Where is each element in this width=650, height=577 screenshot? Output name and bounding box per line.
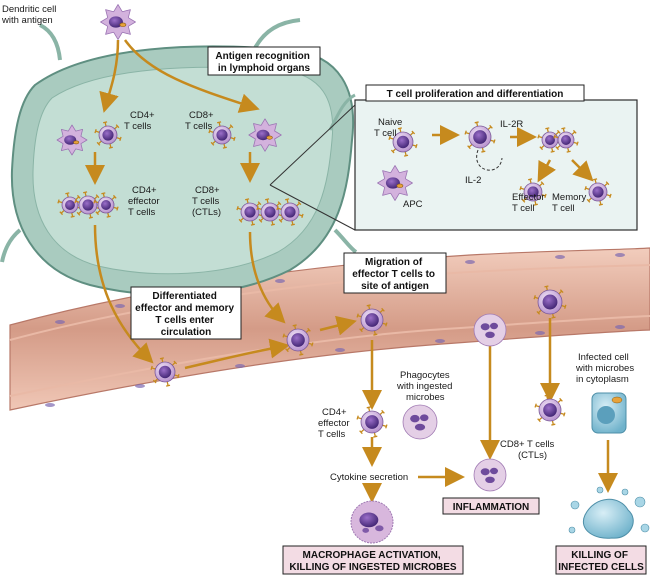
- memory-t-cell-label: Memory T cell: [552, 192, 589, 214]
- killed-infected-cell: [568, 486, 650, 539]
- svg-text:Migration of effector T: Migration of effector T cells to site of…: [352, 257, 438, 292]
- dividing-t-cell: [537, 127, 563, 153]
- cd4-effector-lower-label: CD4+ effector T cells: [318, 407, 352, 440]
- il2-feedback-arrow: [476, 149, 503, 171]
- dividing-t-cell: [553, 127, 579, 153]
- cd4-effector-label: CD4+ effector T cells: [128, 185, 162, 218]
- activated-macrophage: [350, 500, 394, 544]
- svg-text:Antigen recognition in l: Antigen recognition in lymphoid organs: [215, 51, 312, 74]
- svg-text:T cell proliferation and diffe: T cell proliferation and differentiation: [387, 89, 564, 100]
- circulating-t-cell: [356, 304, 388, 336]
- il2-label: IL-2: [465, 175, 481, 186]
- il2r-label: IL-2R: [500, 119, 523, 130]
- inflammation-outcome: INFLAMMATION: [442, 497, 540, 515]
- circulating-t-cell: [282, 324, 314, 356]
- cd4-effector-cell: [74, 191, 102, 219]
- cd4-t-cell: [94, 121, 122, 149]
- cd4-effector-cell: [93, 192, 119, 218]
- cd8-ctls-lower-label: CD8+ T cells (CTLs): [500, 439, 557, 461]
- dendritic-cell-top: [100, 4, 136, 40]
- antigen-recognition-box: Antigen recognition in lymphoid organs: [207, 46, 321, 76]
- cd8-t-cells-label: CD8+ T cells: [185, 110, 216, 132]
- cells: [56, 4, 650, 544]
- effector-t-cell: [519, 178, 547, 206]
- dendritic-cell-label: Dendritic cell with antigen: [1, 4, 59, 26]
- cd8-ctls-label: CD8+ T cells (CTLs): [192, 185, 222, 218]
- effector-t-cell-label: Effector T cell: [512, 192, 547, 214]
- memory-t-cell: [584, 178, 612, 206]
- apc-label: APC: [403, 199, 423, 210]
- activated-t-cell: [464, 121, 496, 153]
- circulating-t-cell: [150, 357, 180, 387]
- macrophage-activation-outcome: MACROPHAGE ACTIVATION, KILLING OF INGEST…: [282, 545, 464, 575]
- naive-t-cell: [388, 127, 418, 157]
- cd8-ctl-cell: [276, 198, 304, 226]
- dendritic-cell-cd8: [248, 118, 282, 152]
- cd8-ctl-cell: [236, 198, 264, 226]
- differentiated-box: Differentiated effector and memory T cel…: [130, 286, 242, 340]
- circulating-cd8-t-cell: [533, 285, 567, 319]
- naive-t-cell-label: Naive T cell: [374, 117, 405, 139]
- svg-text:KILLING OF INFECTED CELL: KILLING OF INFECTED CELLS: [558, 550, 644, 573]
- migration-box: Migration of effector T cells to site of…: [343, 252, 447, 294]
- infected-cell-label: Infected cell with microbes in cytoplasm: [575, 352, 637, 385]
- dendritic-cell-cd4: [56, 124, 88, 156]
- cd4-t-cells-label: CD4+ T cells: [124, 110, 157, 132]
- apc-cell: [377, 165, 413, 201]
- cd8-t-cell: [208, 121, 236, 149]
- svg-text:Differentiated effector: Differentiated effector and memory T cel…: [135, 291, 237, 338]
- flow-arrows: [85, 39, 618, 503]
- proliferation-box: T cell proliferation and differentiation: [365, 84, 585, 102]
- inflammatory-phagocyte-site: [473, 458, 507, 492]
- svg-text:INFLAMMATION: INFLAMMATION: [453, 502, 529, 513]
- killing-infected-cells-outcome: KILLING OF INFECTED CELLS: [555, 545, 647, 575]
- lymph-node: [0, 18, 358, 296]
- phagocyte-with-microbes: [402, 404, 438, 440]
- cd4-effector-cell: [57, 192, 83, 218]
- phagocytes-label: Phagocytes with ingested microbes: [396, 370, 455, 403]
- svg-text:MACROPHAGE ACTIVATION, K: MACROPHAGE ACTIVATION, KILLING OF INGEST…: [289, 550, 457, 573]
- infected-cell: [591, 392, 627, 434]
- inflammatory-phagocyte: [473, 313, 507, 347]
- cytokine-secretion-label: Cytokine secretion: [330, 472, 408, 483]
- cd4-effector-t-cell-lower: [356, 406, 388, 438]
- cd8-ctl-lower: [534, 394, 566, 426]
